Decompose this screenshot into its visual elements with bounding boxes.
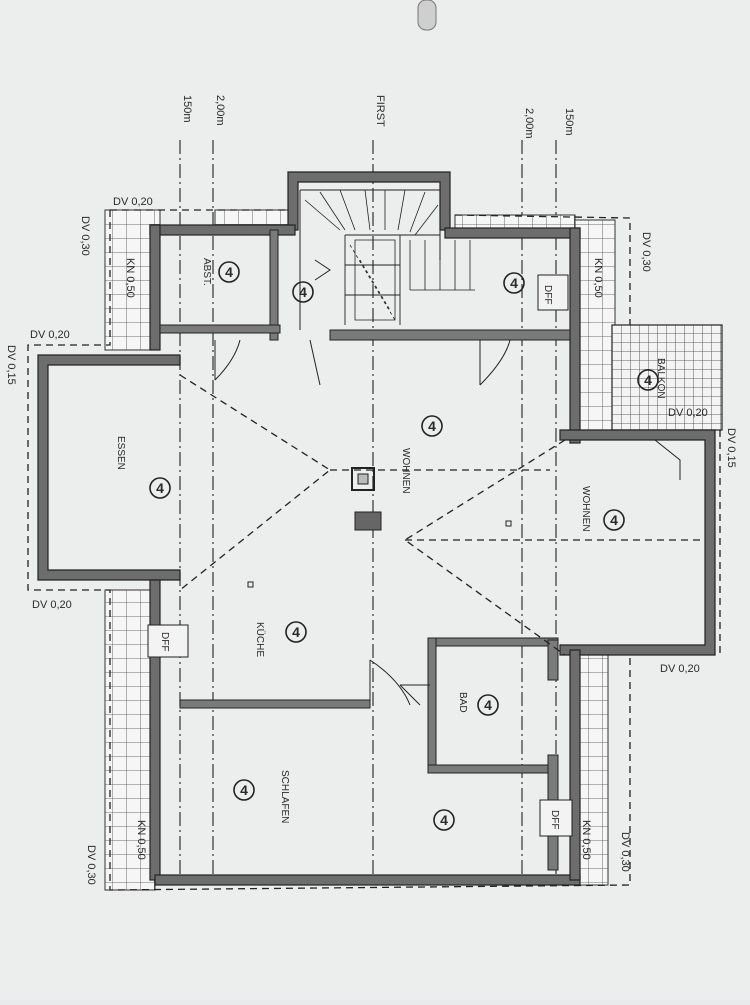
outer-walls (37, 171, 716, 886)
axis-label-first: FIRST (374, 95, 386, 127)
staircase (299, 189, 475, 330)
kn-label-bottom-left: KN 0,50 (135, 820, 147, 860)
dv-label-bottom-left-030: DV 0,30 (85, 845, 97, 885)
marker-flur-left: 4 (292, 281, 314, 303)
room-label-abst: ABST. (201, 258, 212, 286)
svg-text:4: 4 (428, 418, 436, 434)
binder-ring (417, 0, 437, 31)
axis-label-group: 150m 2,00m FIRST 2,00m 150m (181, 95, 575, 139)
roof-windows: DFF DFF DFF (147, 274, 573, 837)
svg-text:4: 4 (484, 697, 492, 713)
axis-lines (179, 140, 557, 880)
dff-label-bottom: DFF (549, 810, 560, 829)
svg-text:4: 4 (299, 284, 307, 300)
room-label-bad: BAD (457, 692, 468, 713)
marker-balkon: 4 (637, 369, 659, 391)
room-label-balkon: BALKON (655, 358, 666, 399)
roof-lines (179, 374, 700, 656)
marker-wohnen-main: 4 (421, 415, 443, 437)
axis-label-200-left: 2,00m (214, 95, 226, 126)
room-label-essen: ESSEN (115, 436, 126, 470)
dff-window-top (537, 274, 569, 311)
room-label-schlafen: SCHLAFEN (279, 770, 290, 823)
svg-text:4: 4 (240, 782, 248, 798)
kn-label-top-left: KN 0,50 (124, 258, 136, 298)
balcony-tiles (611, 324, 723, 431)
dv-label-left-030: DV 0,30 (79, 216, 91, 256)
marker-room-bottom: 4 (433, 809, 455, 831)
svg-text:4: 4 (292, 624, 300, 640)
marker-schlafen: 4 (233, 779, 255, 801)
dv-label-015-left: DV 0,15 (5, 345, 17, 385)
fixtures (247, 467, 512, 588)
svg-text:4: 4 (644, 372, 652, 388)
marker-kueche: 4 (285, 621, 307, 643)
dv-label-bottom-left: DV 0,20 (32, 599, 72, 611)
dv-label-015-right: DV 0,15 (725, 428, 737, 468)
marker-flur-right: 4 (503, 272, 525, 294)
svg-text:4: 4 (156, 480, 164, 496)
dff-window-bottom (539, 799, 573, 837)
room-label-wohnen-main: WOHNEN (400, 448, 411, 494)
dv-label-balkon: DV 0,20 (668, 407, 708, 419)
dv-label-bottom-right-020: DV 0,20 (660, 663, 700, 675)
room-label-kueche: KÜCHE (254, 622, 266, 657)
dv-label-top-left: DV 0,20 (113, 196, 153, 208)
axis-label-200-right: 2,00m (523, 108, 535, 139)
dv-outline (27, 209, 721, 891)
dv-labels: DV 0,20 DV 0,30 DV 0,20 DV 0,15 DV 0,20 … (5, 196, 737, 885)
dff-label-left: DFF (159, 632, 170, 651)
kn-label-bottom-right: KN 0,50 (580, 820, 592, 860)
axis-label-150-left: 150m (181, 95, 193, 123)
marker-abst: 4 (218, 261, 240, 283)
dv-label-bottom-right-030: DV 0,30 (619, 832, 631, 872)
room-label-wohnen-right: WOHNEN (580, 486, 591, 532)
room-labels: ABST. WOHNEN ESSEN WOHNEN KÜCHE BAD SCHL… (115, 258, 666, 823)
dv-label-top-right-030: DV 0,30 (640, 232, 652, 272)
svg-text:4: 4 (440, 812, 448, 828)
kn-label-top-right: KN 0,50 (592, 258, 604, 298)
dv-label-mid-left: DV 0,20 (30, 329, 70, 341)
svg-text:4: 4 (510, 275, 518, 291)
marker-bad: 4 (477, 694, 499, 716)
marker-wohnen-right: 4 (603, 509, 625, 531)
svg-text:4: 4 (225, 264, 233, 280)
dff-window-left (147, 624, 189, 658)
kneewall-labels: KN 0,50 KN 0,50 KN 0,50 KN 0,50 (124, 258, 604, 860)
room-markers: 4 4 4 4 4 4 4 4 4 4 4 (149, 261, 659, 831)
marker-essen: 4 (149, 477, 171, 499)
door-swings (214, 339, 681, 706)
axis-label-150-right: 150m (563, 108, 575, 136)
dff-label-top: DFF (542, 285, 553, 304)
svg-text:4: 4 (610, 512, 618, 528)
